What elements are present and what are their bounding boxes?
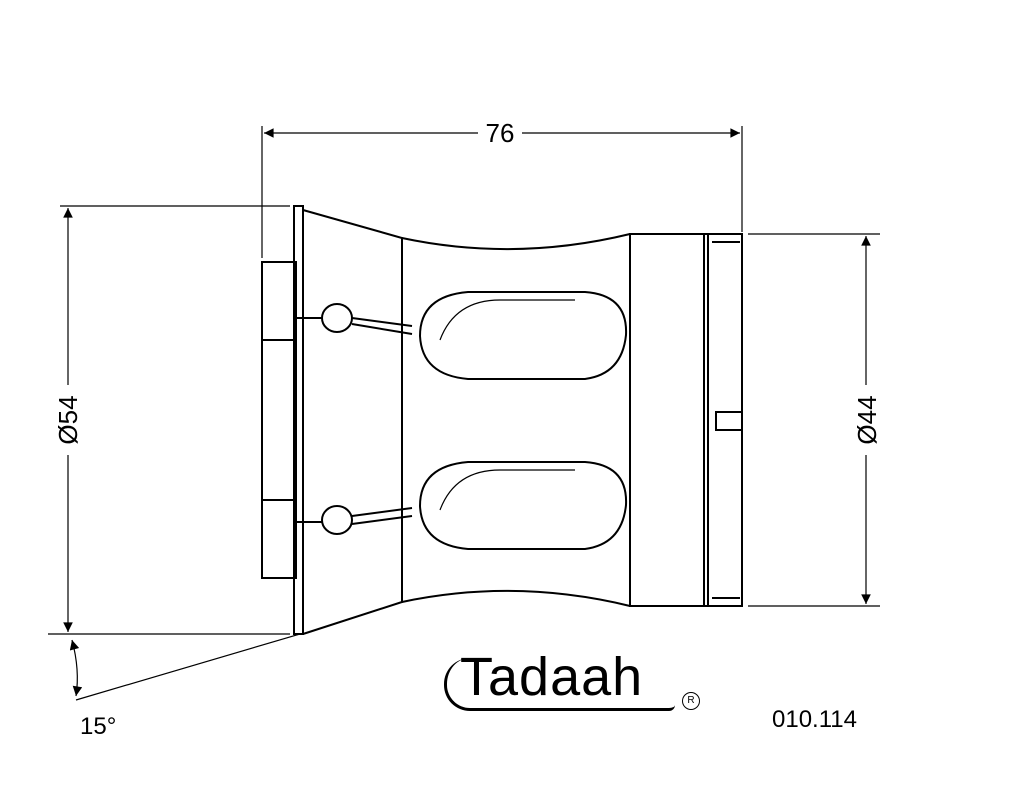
- small-diameter-label: Ø44: [852, 395, 882, 444]
- small-diameter-dimension: Ø44: [748, 233, 882, 607]
- logo-frame: [444, 658, 675, 711]
- registered-mark-icon: R: [682, 692, 700, 710]
- lower-slot: [418, 461, 628, 550]
- part-number: 010.114: [772, 706, 857, 733]
- large-diameter-label: Ø54: [53, 395, 83, 444]
- collet-body: [261, 205, 743, 635]
- angle-label: 15°: [80, 713, 116, 740]
- upper-slot: [418, 291, 628, 380]
- angle-dimension: 15°: [69, 633, 301, 740]
- length-dimension: 76: [261, 118, 743, 258]
- length-dimension-label: 76: [486, 118, 515, 148]
- logo-text: Tadaah: [460, 647, 644, 707]
- large-diameter-dimension: Ø54: [48, 205, 290, 635]
- lower-pin: [296, 505, 413, 535]
- upper-pin: [296, 303, 413, 335]
- tadaah-logo: Tadaah R: [444, 647, 706, 712]
